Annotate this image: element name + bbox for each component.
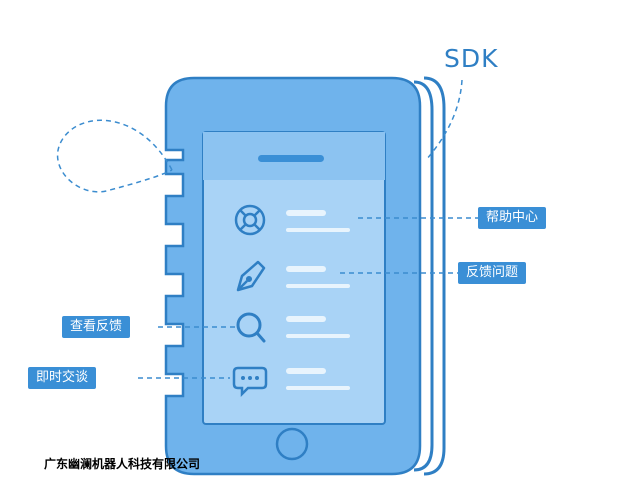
magnifier-icon bbox=[236, 312, 266, 343]
lifebuoy-icon bbox=[234, 204, 266, 236]
company-name: 广东幽澜机器人科技有限公司 bbox=[44, 457, 201, 471]
menu-text-lines bbox=[286, 210, 350, 390]
sdk-connector bbox=[425, 79, 463, 161]
callout-help-center: 帮助中心 bbox=[478, 207, 547, 229]
sdk-layer-edges bbox=[413, 76, 446, 476]
phone-speaker bbox=[258, 155, 324, 162]
pen-nib-icon bbox=[236, 260, 266, 292]
home-button bbox=[275, 427, 309, 461]
sdk-label: SDK bbox=[444, 44, 499, 73]
callout-feedback-issue: 反馈问题 bbox=[458, 262, 527, 284]
binder-loop bbox=[56, 119, 173, 193]
dashed-connectors bbox=[56, 79, 480, 379]
chat-bubble-icon bbox=[232, 366, 268, 398]
callout-instant-chat: 即时交谈 bbox=[28, 367, 97, 389]
callout-view-feedback: 查看反馈 bbox=[62, 316, 131, 338]
